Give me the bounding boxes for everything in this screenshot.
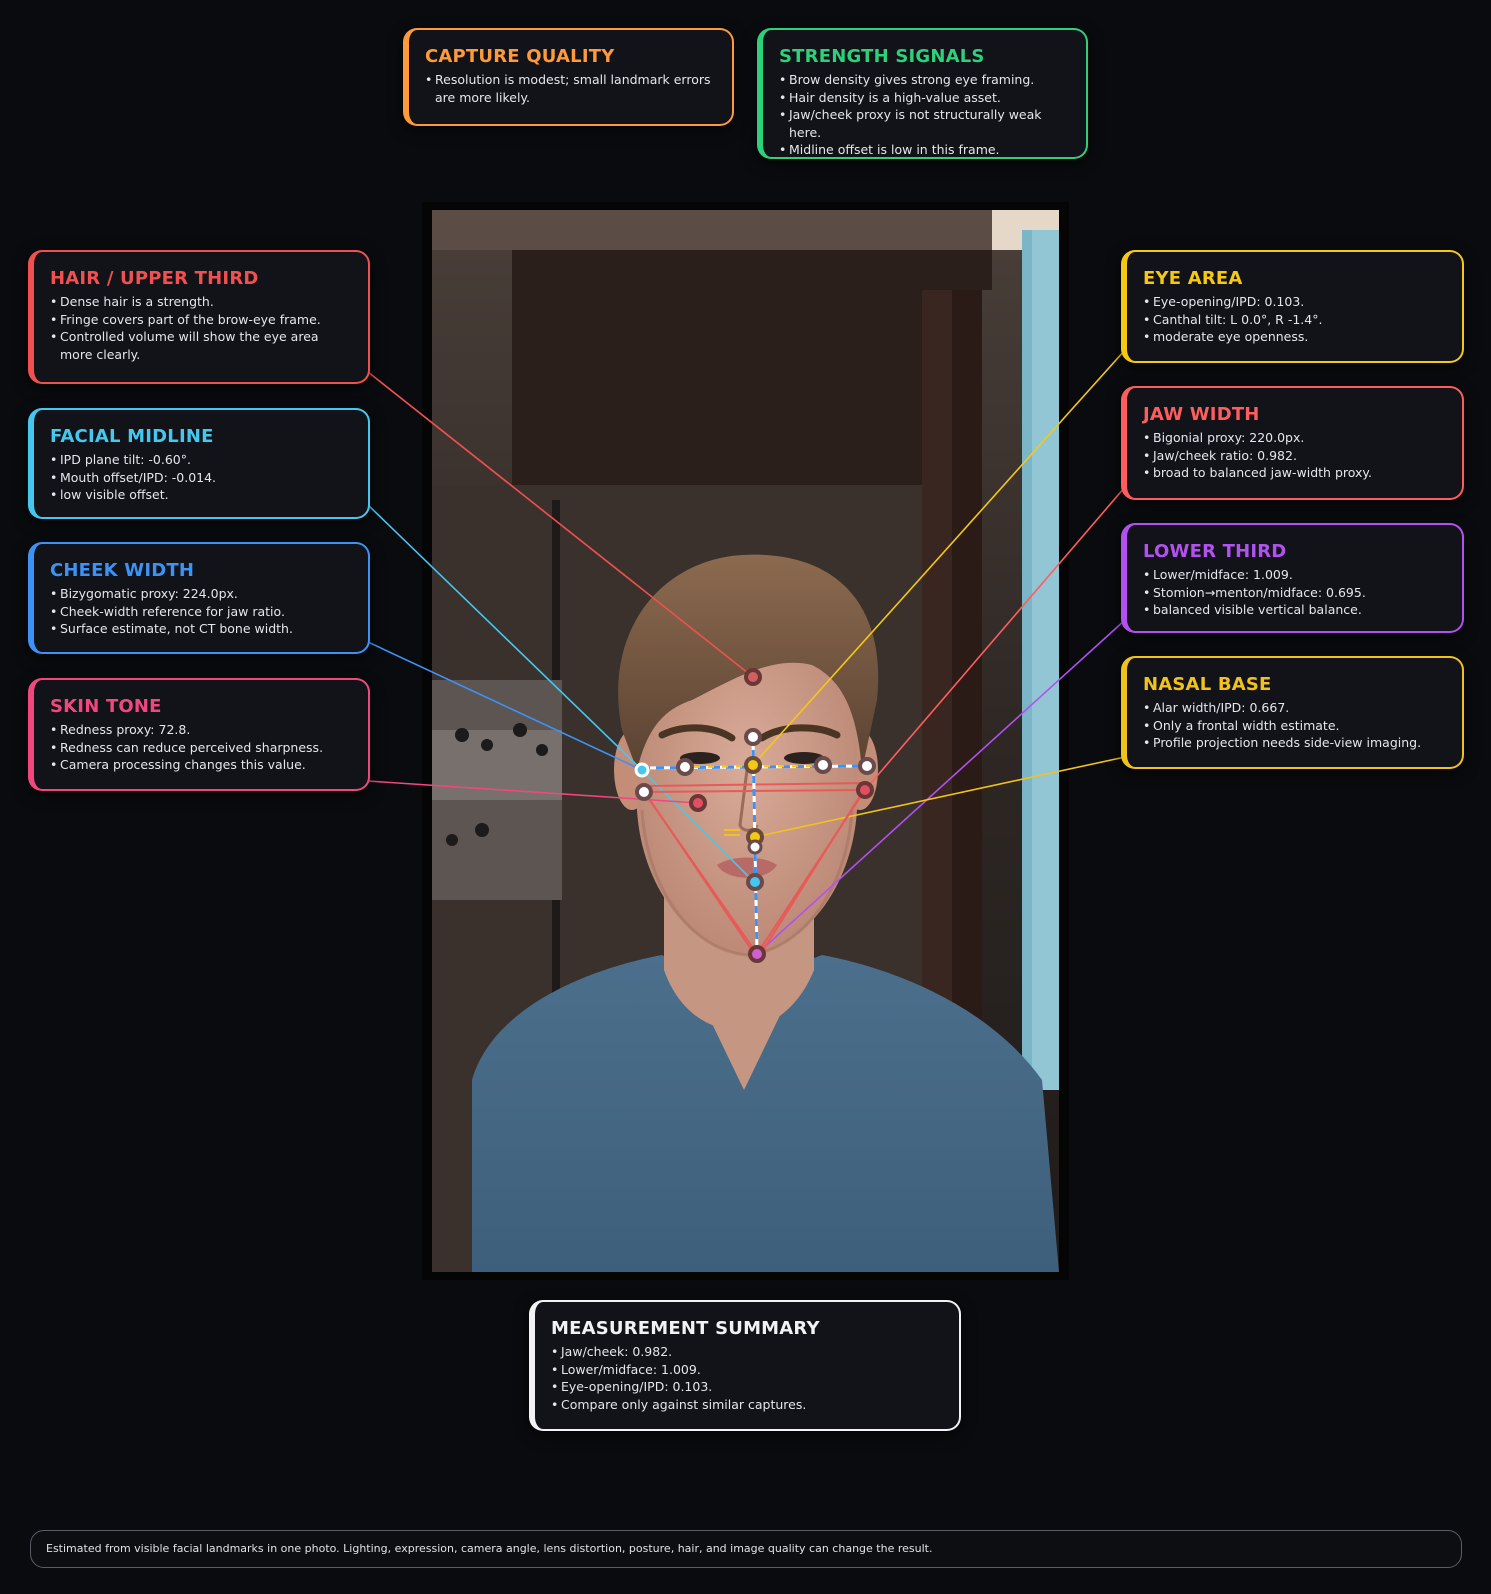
card-list: Bizygomatic proxy: 224.0px. Cheek-width … <box>50 585 352 638</box>
card-item: Profile projection needs side-view imagi… <box>1143 734 1446 752</box>
card-item: Redness proxy: 72.8. <box>50 721 352 739</box>
card-hair-upper-third: HAIR / UPPER THIRD Dense hair is a stren… <box>28 250 370 384</box>
card-item: Alar width/IPD: 0.667. <box>1143 699 1446 717</box>
card-item: low visible offset. <box>50 486 352 504</box>
card-title: MEASUREMENT SUMMARY <box>551 1318 820 1339</box>
card-title: JAW WIDTH <box>1143 404 1260 425</box>
card-jaw-width: JAW WIDTH Bigonial proxy: 220.0px. Jaw/c… <box>1121 386 1464 500</box>
card-list: Lower/midface: 1.009. Stomion→menton/mid… <box>1143 566 1446 619</box>
card-title: STRENGTH SIGNALS <box>779 46 985 67</box>
card-title: NASAL BASE <box>1143 674 1272 695</box>
card-list: Redness proxy: 72.8. Redness can reduce … <box>50 721 352 774</box>
card-lower-third: LOWER THIRD Lower/midface: 1.009. Stomio… <box>1121 523 1464 633</box>
card-list: Jaw/cheek: 0.982. Lower/midface: 1.009. … <box>551 1343 943 1413</box>
card-strength-signals: STRENGTH SIGNALS Brow density gives stro… <box>757 28 1088 159</box>
card-title: LOWER THIRD <box>1143 541 1287 562</box>
card-item: Surface estimate, not CT bone width. <box>50 620 352 638</box>
card-item: Camera processing changes this value. <box>50 756 352 774</box>
card-item: Fringe covers part of the brow-eye frame… <box>50 311 352 329</box>
card-item: Bizygomatic proxy: 224.0px. <box>50 585 352 603</box>
card-item: Jaw/cheek proxy is not structurally weak… <box>779 106 1070 141</box>
card-title: CAPTURE QUALITY <box>425 46 615 67</box>
card-item: balanced visible vertical balance. <box>1143 601 1446 619</box>
card-cheek-width: CHEEK WIDTH Bizygomatic proxy: 224.0px. … <box>28 542 370 654</box>
card-skin-tone: SKIN TONE Redness proxy: 72.8. Redness c… <box>28 678 370 791</box>
card-item: Only a frontal width estimate. <box>1143 717 1446 735</box>
card-item: Bigonial proxy: 220.0px. <box>1143 429 1446 447</box>
card-list: Alar width/IPD: 0.667. Only a frontal wi… <box>1143 699 1446 752</box>
card-item: Jaw/cheek ratio: 0.982. <box>1143 447 1446 465</box>
face-photo-illustration <box>432 210 1059 1272</box>
card-item: Cheek-width reference for jaw ratio. <box>50 603 352 621</box>
card-list: Bigonial proxy: 220.0px. Jaw/cheek ratio… <box>1143 429 1446 482</box>
card-item: Midline offset is low in this frame. <box>779 141 1070 159</box>
card-eye-area: EYE AREA Eye-opening/IPD: 0.103. Canthal… <box>1121 250 1464 363</box>
card-item: IPD plane tilt: -0.60°. <box>50 451 352 469</box>
card-item: Lower/midface: 1.009. <box>551 1361 943 1379</box>
card-nasal-base: NASAL BASE Alar width/IPD: 0.667. Only a… <box>1121 656 1464 769</box>
card-list: Eye-opening/IPD: 0.103. Canthal tilt: L … <box>1143 293 1446 346</box>
card-title: HAIR / UPPER THIRD <box>50 268 259 289</box>
card-list: Dense hair is a strength. Fringe covers … <box>50 293 352 363</box>
card-list: Brow density gives strong eye framing. H… <box>779 71 1070 159</box>
card-item: moderate eye openness. <box>1143 328 1446 346</box>
card-item: Brow density gives strong eye framing. <box>779 71 1070 89</box>
card-title: CHEEK WIDTH <box>50 560 195 581</box>
card-capture-quality: CAPTURE QUALITY Resolution is modest; sm… <box>403 28 734 126</box>
card-item: Controlled volume will show the eye area… <box>50 328 352 363</box>
disclaimer-footer: Estimated from visible facial landmarks … <box>30 1530 1462 1568</box>
card-item: Mouth offset/IPD: -0.014. <box>50 469 352 487</box>
card-measurement-summary: MEASUREMENT SUMMARY Jaw/cheek: 0.982. Lo… <box>529 1300 961 1431</box>
card-item: Eye-opening/IPD: 0.103. <box>1143 293 1446 311</box>
card-title: FACIAL MIDLINE <box>50 426 214 447</box>
card-item: Eye-opening/IPD: 0.103. <box>551 1378 943 1396</box>
card-list: Resolution is modest; small landmark err… <box>425 71 716 106</box>
card-list: IPD plane tilt: -0.60°. Mouth offset/IPD… <box>50 451 352 504</box>
card-item: Lower/midface: 1.009. <box>1143 566 1446 584</box>
card-item: Canthal tilt: L 0.0°, R -1.4°. <box>1143 311 1446 329</box>
card-item: Redness can reduce perceived sharpness. <box>50 739 352 757</box>
card-title: EYE AREA <box>1143 268 1243 289</box>
card-item: Stomion→menton/midface: 0.695. <box>1143 584 1446 602</box>
card-item: Compare only against similar captures. <box>551 1396 943 1414</box>
card-item: Jaw/cheek: 0.982. <box>551 1343 943 1361</box>
card-item: Resolution is modest; small landmark err… <box>425 71 716 106</box>
card-item: broad to balanced jaw-width proxy. <box>1143 464 1446 482</box>
card-facial-midline: FACIAL MIDLINE IPD plane tilt: -0.60°. M… <box>28 408 370 519</box>
card-title: SKIN TONE <box>50 696 162 717</box>
card-item: Hair density is a high-value asset. <box>779 89 1070 107</box>
card-item: Dense hair is a strength. <box>50 293 352 311</box>
face-photo <box>432 210 1059 1272</box>
